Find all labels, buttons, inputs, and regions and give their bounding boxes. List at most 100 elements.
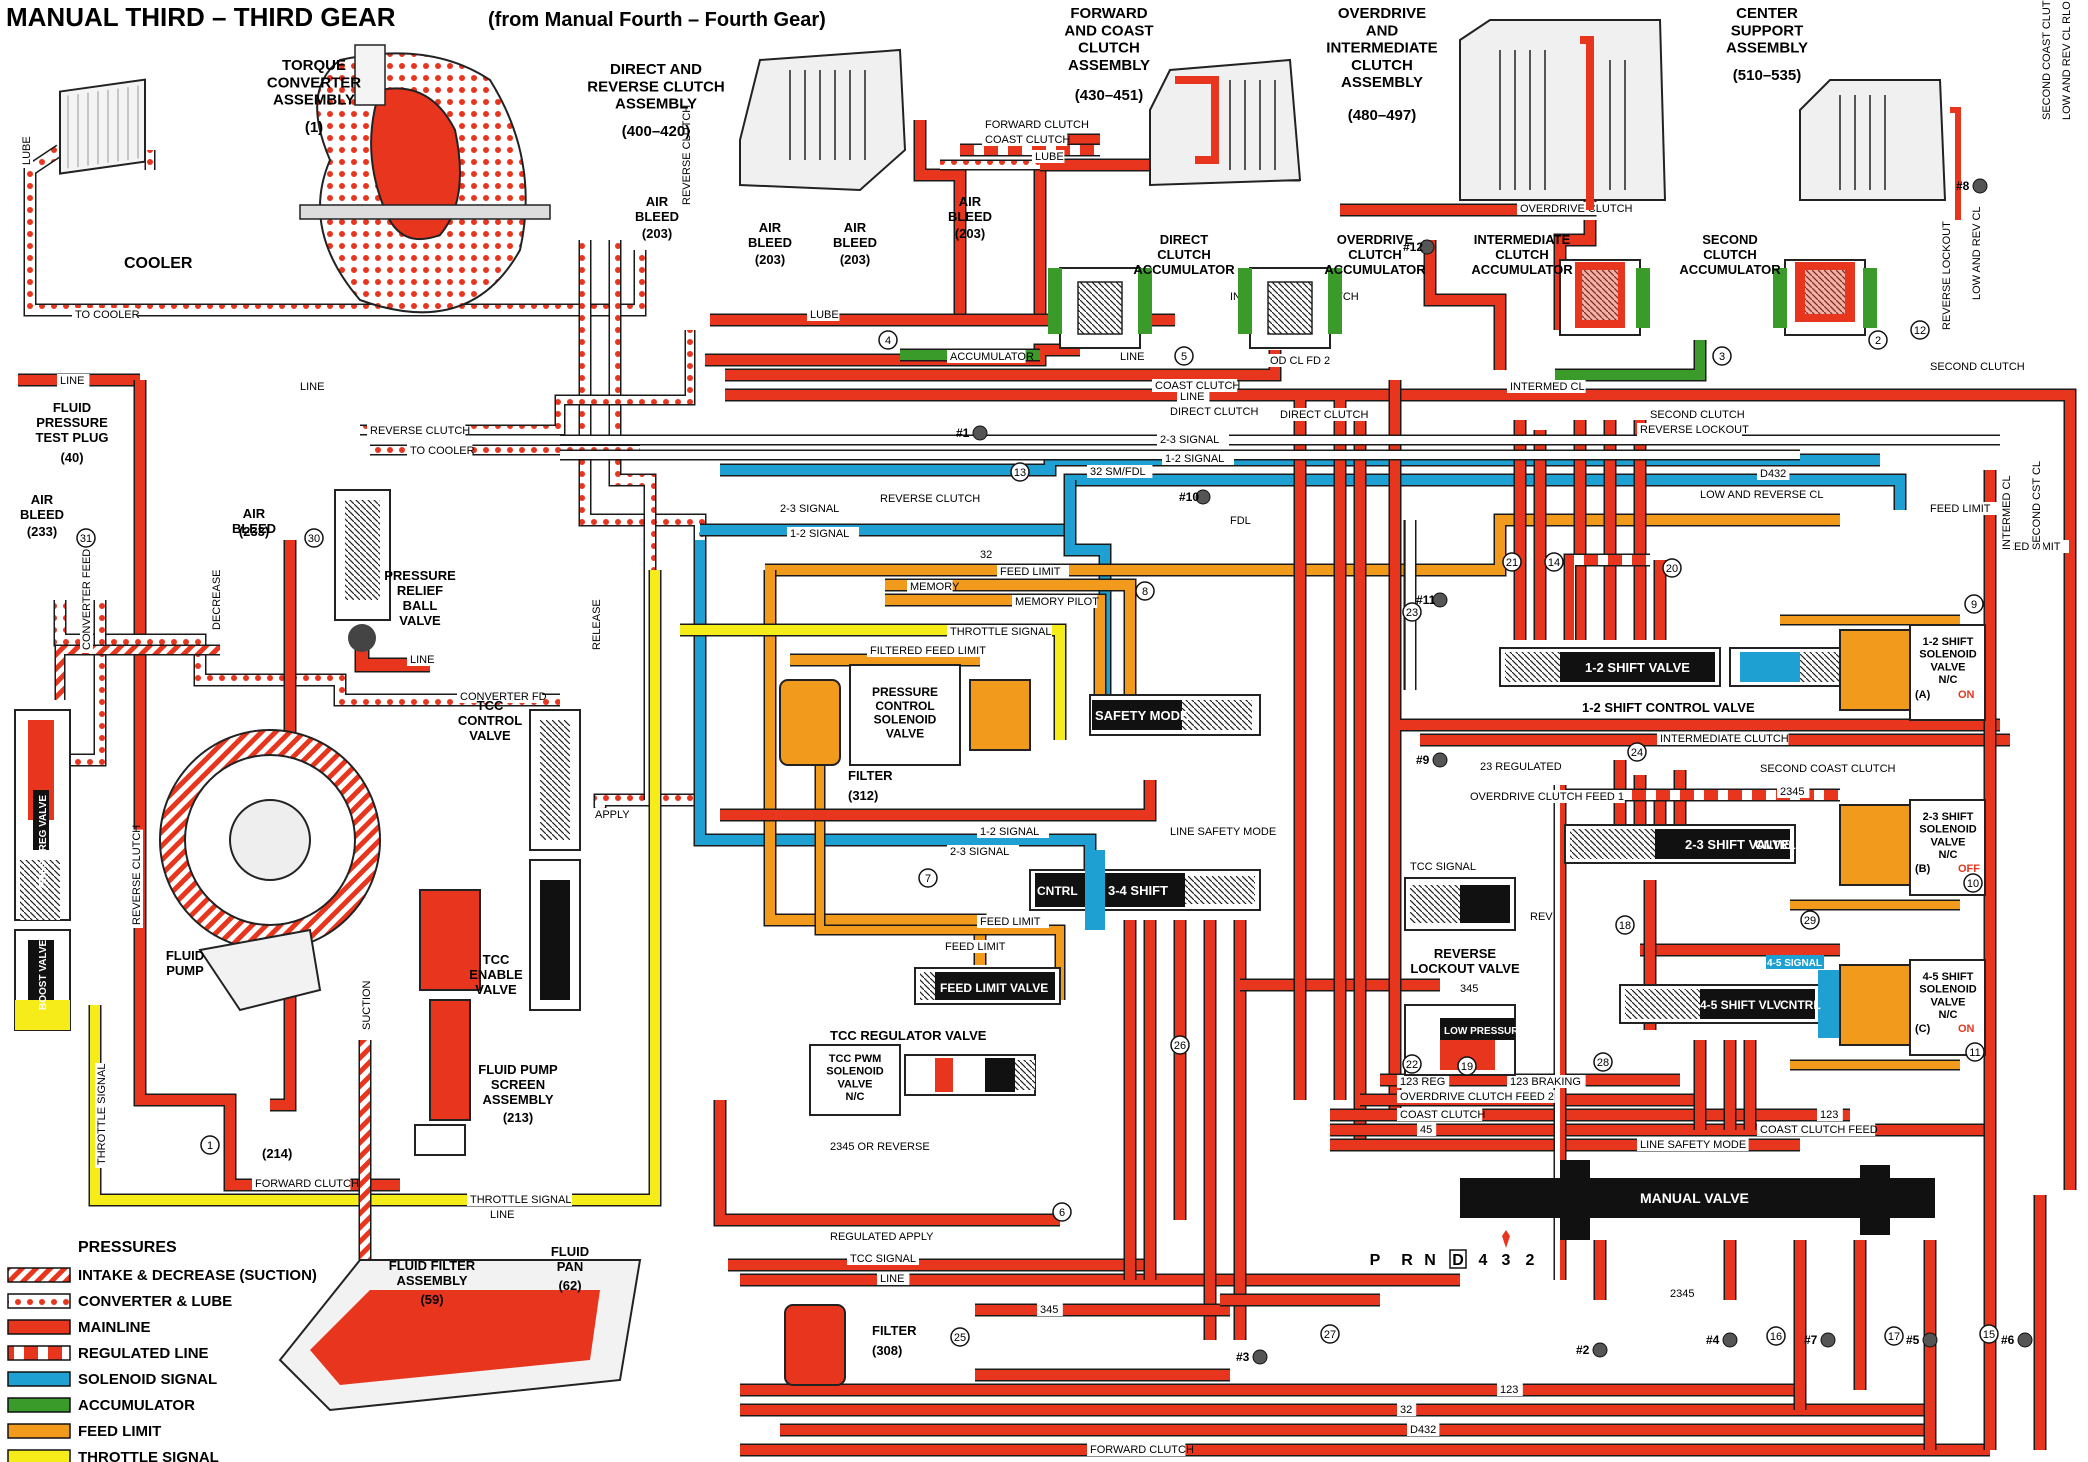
passage-outline [720, 780, 1157, 822]
circled-number: 7 [918, 868, 938, 888]
passage-acc [1555, 340, 1705, 380]
low-pressure-label: LOW PRESSURE [1444, 1026, 1525, 1037]
air-bleed-203-d-ref: (203) [955, 226, 985, 241]
passage-label-text: DIRECT CLUTCH [1280, 409, 1368, 421]
legend-item: REGULATED LINE [7, 1345, 209, 1362]
passage-label: SECOND COAST CLUTCH [1757, 762, 1896, 775]
solenoid-45-state: ON [1958, 1023, 1975, 1035]
passage-label: FILTERED FEED LIMIT [867, 644, 999, 657]
circled-number: 22 [1402, 1054, 1422, 1074]
legend-item: ACCUMULATOR [7, 1397, 195, 1414]
passage-label-text: REVERSE LOCKOUT [1941, 221, 1953, 330]
reverse-lockout-valve [1404, 877, 1516, 931]
svg-text:#6: #6 [2001, 1333, 2015, 1347]
check-ball: #2 [1576, 1342, 1608, 1358]
passage-main [715, 1100, 1060, 1225]
passage-label-text: 32 [980, 549, 992, 561]
passage-label: FEED LIMIT [1927, 502, 1999, 515]
svg-text:23: 23 [1406, 607, 1418, 619]
passage-label-text: 23 REGULATED [1480, 761, 1562, 773]
passage-label: 32 SM/FDL [1087, 465, 1153, 478]
passage-label-text: INTERMED CL [2001, 475, 2013, 550]
passage-label-text: FDL [1230, 515, 1251, 527]
passage-label-text: MEMORY PILOT [1015, 596, 1099, 608]
svg-text:7: 7 [925, 873, 931, 885]
passage-label: COAST CLUTCH FEED [1757, 1123, 1878, 1136]
legend-item: INTAKE & DECREASE (SUCTION) [7, 1267, 317, 1284]
filter-308-ref: (308) [872, 1343, 902, 1358]
air-bleed-203-c-ref: (203) [840, 252, 870, 267]
passage-label: SUCTION [360, 980, 373, 1033]
overdrive-intermediate-clutch-assembly [1459, 19, 1667, 210]
legend-label: ACCUMULATOR [78, 1397, 195, 1414]
passage-fdl [765, 515, 1840, 575]
air-bleed-203-a-ref: (203) [642, 226, 672, 241]
passage-label-text: LINE [490, 1209, 514, 1221]
circled-number: 24 [1627, 742, 1647, 762]
passage-label: TCC SIGNAL [1407, 860, 1479, 873]
passage-label-text: D432 [1410, 1424, 1436, 1436]
title-block: MANUAL THIRD – THIRD GEAR (from Manual F… [6, 2, 826, 32]
passage-label-text: REVERSE CLUTCH [681, 105, 693, 205]
passage-main [1425, 240, 1505, 370]
passage-label-text: COAST CLUTCH [1155, 380, 1240, 392]
intermediate-clutch-accumulator [1559, 259, 1650, 336]
passage-label: LINE [297, 380, 330, 393]
circled-number: 20 [1662, 558, 1682, 578]
passage-label: LINE [877, 1272, 910, 1285]
fluid-filter-ref: (59) [420, 1292, 443, 1307]
passage-label-text: 345 [1040, 1304, 1058, 1316]
check-ball: #8 [1956, 178, 1988, 194]
passage-label-text: OVERDRIVE CLUTCH FEED 2 [1400, 1091, 1554, 1103]
passage-label-text: 123 [1820, 1109, 1838, 1121]
passage-label: 2-3 SIGNAL [1157, 433, 1229, 446]
circled-number: 19 [1457, 1056, 1477, 1076]
passage-label: 32 [977, 548, 997, 561]
passage-label-text: 123 [1500, 1384, 1518, 1396]
passage-label: COAST CLUTCH [1152, 379, 1240, 392]
passage-label: LINE [1177, 390, 1210, 403]
svg-text:3: 3 [1719, 351, 1725, 363]
gear-position: P [1370, 1252, 1381, 1269]
passage-label: 1-2 SIGNAL [977, 825, 1049, 838]
svg-text:9: 9 [1971, 599, 1977, 611]
svg-text:25: 25 [954, 1332, 966, 1344]
passage-label: LINE [487, 1208, 520, 1221]
passage-label-text: REVERSE CLUTCH [370, 425, 470, 437]
circled-number: 28 [1593, 1052, 1613, 1072]
assembly-direct-reverse-ref: (400–420) [622, 123, 690, 140]
svg-text:#1: #1 [956, 426, 970, 440]
passage-label: ACCUMULATOR [947, 350, 1034, 363]
passage-label: FEED LIMIT [942, 940, 1014, 953]
passage-label-text: DIRECT CLUTCH [1170, 406, 1258, 418]
forward-coast-clutch-assembly [1149, 58, 1302, 187]
passage-label: DIRECT CLUTCH [1277, 408, 1369, 421]
solenoid-23-state: OFF [1958, 863, 1980, 875]
air-bleed-233-right-ref: (233) [239, 524, 269, 539]
passage-label: LINE SAFETY MODE [1167, 825, 1279, 838]
fluid-pan [278, 1259, 642, 1412]
passage-label: FEED LIMIT [997, 565, 1069, 578]
legend-item: THROTTLE SIGNAL [7, 1449, 219, 1462]
passage-label-text: 1-2 SIGNAL [1165, 453, 1224, 465]
circled-number: 10 [1963, 873, 1983, 893]
passage-label: REV [1527, 910, 1553, 923]
direct-clutch-accumulator [1048, 267, 1152, 349]
shift-34-label: 3-4 SHIFT [1108, 883, 1168, 898]
circled-number: 4 [878, 330, 898, 350]
passage-label-text: 45 [1420, 1124, 1432, 1136]
passage-label-text: LOW AND REV CL RLO [2061, 1, 2073, 120]
passage-label-text: COAST CLUTCH [985, 134, 1070, 146]
passage-label-text: INTERMED CL [1510, 381, 1585, 393]
filter-308-label: FILTER [872, 1323, 917, 1338]
passage-label: REGULATED APPLY [827, 1230, 934, 1243]
diagram-subtitle: (from Manual Fourth – Fourth Gear) [488, 9, 826, 31]
passage-label-text: 2-3 SIGNAL [780, 503, 839, 515]
check-ball: #11 [1416, 592, 1448, 608]
